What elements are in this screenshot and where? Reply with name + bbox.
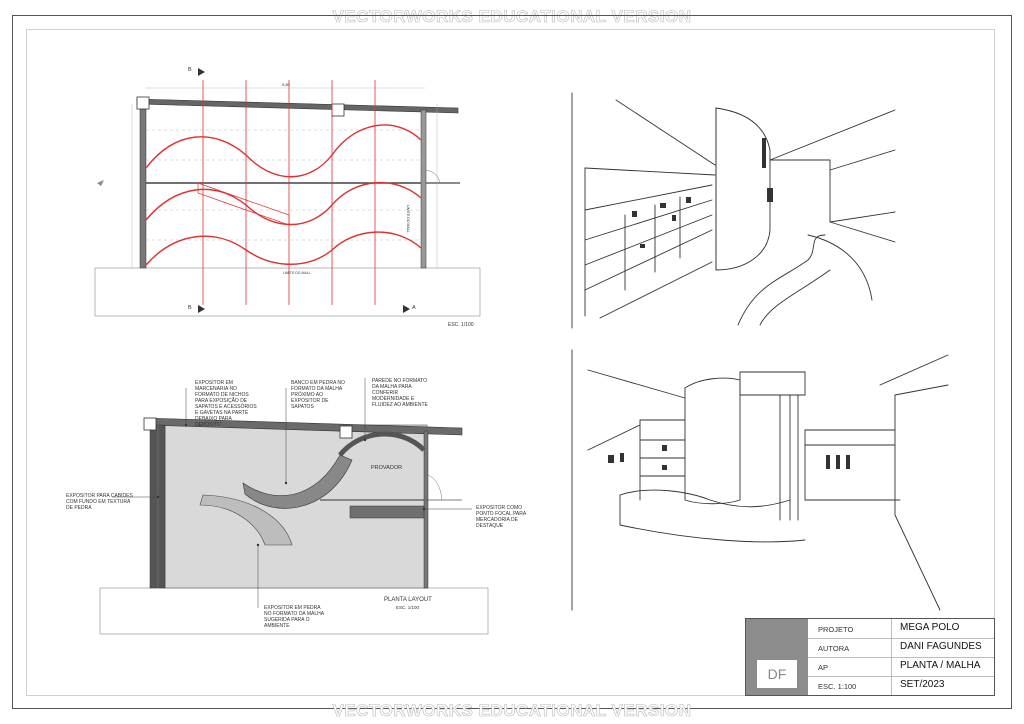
note-niche-display: EXPOSITOR EM MARCENARIA NO FORMATO DE NI… xyxy=(195,380,257,428)
dimension-top: 5,80 xyxy=(282,82,290,87)
title-block: DF PROJETO MEGA POLO AUTORA DANI FAGUNDE… xyxy=(745,618,995,696)
layout-left-wall xyxy=(149,424,166,589)
grid-plan-scale: ESC. 1/100 xyxy=(448,322,474,328)
title-block-row-sheet: AP PLANTA / MALHA xyxy=(808,657,994,677)
note-hanger-display: EXPOSITOR PARA CABIDES COM FUNDO EM TEXT… xyxy=(66,493,133,511)
note-focal-display: EXPOSITOR COMO PONTO FOCAL PARA MERCADOR… xyxy=(476,505,526,529)
column-left xyxy=(136,96,150,110)
section-mark-b-bottom: B xyxy=(188,305,192,311)
room-label-provador: PROVADOR xyxy=(371,465,403,471)
title-block-value: SET/2023 xyxy=(900,679,945,690)
stone-display xyxy=(199,494,293,546)
right-wall xyxy=(420,109,427,269)
watermark-bottom: VECTORWORKS EDUCATIONAL VERSION xyxy=(332,701,692,721)
title-block-row-project: PROJETO MEGA POLO xyxy=(808,619,994,639)
title-block-key: AUTORA xyxy=(818,644,850,653)
layout-scale: ESC. 1/100 xyxy=(396,605,420,610)
title-block-value: PLANTA / MALHA xyxy=(900,660,981,671)
focal-display xyxy=(349,505,425,519)
watermark-top: VECTORWORKS EDUCATIONAL VERSION xyxy=(332,7,692,27)
dimension-bottom: LIMITE DO MALL xyxy=(283,271,311,275)
curved-wall xyxy=(338,431,426,457)
layout-column-mid xyxy=(339,425,353,439)
mall-limit-box xyxy=(94,267,481,317)
section-mark-a: A xyxy=(412,305,416,311)
title-block-value: DANI FAGUNDES xyxy=(900,641,982,652)
section-mark-b-top: B xyxy=(188,67,192,73)
title-block-value: MEGA POLO xyxy=(900,622,960,633)
sheet-inner-border xyxy=(26,29,995,696)
title-block-logo-panel: DF xyxy=(746,619,808,695)
note-stone-display: EXPOSITOR EM PEDRA NO FORMATO DA MALHA S… xyxy=(264,605,324,629)
sheet-outer-border xyxy=(12,15,1012,709)
title-block-row-author: AUTORA DANI FAGUNDES xyxy=(808,638,994,658)
title-block-key: ESC. 1:100 xyxy=(818,682,857,691)
title-block-row-scale-date: ESC. 1:100 SET/2023 xyxy=(808,676,994,695)
grid-vertical-lines xyxy=(202,80,376,305)
layout-title: PLANTA LAYOUT xyxy=(384,597,432,603)
author-logo: DF xyxy=(757,660,797,688)
stone-bench xyxy=(242,454,353,509)
title-block-key: PROJETO xyxy=(818,625,854,634)
note-wall: PAREDE NO FORMATO DA MALHA PARA CONFERIR… xyxy=(372,378,428,408)
note-stone-bench: BANCO EM PEDRA NO FORMATO DA MALHA PRÓXI… xyxy=(291,380,345,410)
layout-column-left xyxy=(143,417,157,431)
title-block-key: AP xyxy=(818,663,829,672)
